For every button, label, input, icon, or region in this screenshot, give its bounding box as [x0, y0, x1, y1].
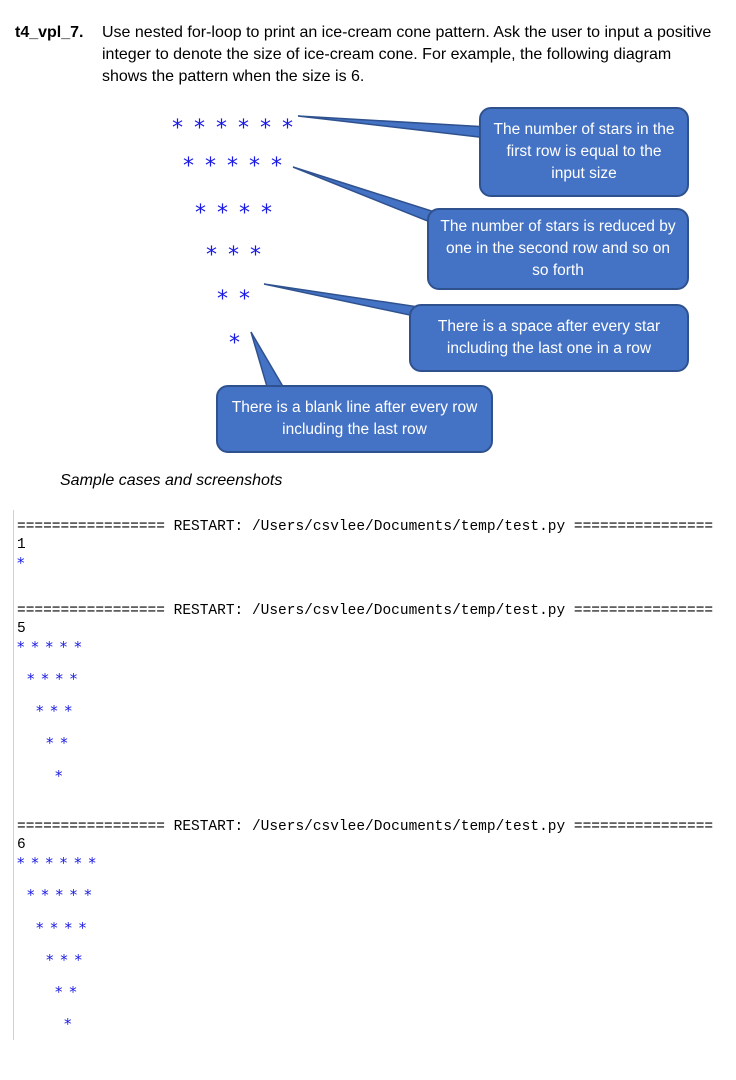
callout-blank-line: There is a blank line after every row in…: [216, 385, 493, 453]
callout-pointers: [250, 115, 506, 391]
sample-heading: Sample cases and screenshots: [60, 472, 283, 489]
output-row: * * * * * *: [17, 854, 97, 872]
diagram-row-3: * * * *: [195, 201, 274, 226]
output-row: * *: [55, 983, 78, 1001]
pointer-first-row: [297, 115, 506, 141]
restart-line: ================= RESTART: /Users/csvlee…: [17, 603, 714, 619]
diagram-row-4: * * *: [206, 243, 263, 268]
restart-line: ================= RESTART: /Users/csvlee…: [17, 819, 714, 835]
callout-space: There is a space after every star includ…: [409, 304, 689, 372]
restart-line: ================= RESTART: /Users/csvlee…: [17, 519, 714, 535]
input-value: 5: [17, 621, 26, 637]
output-row: *: [55, 767, 64, 785]
question-text: Use nested for-loop to print an ice-crea…: [102, 24, 712, 85]
output-row: *: [64, 1015, 73, 1033]
output-row: * * * * *: [17, 638, 83, 656]
output-row: * * *: [36, 702, 74, 720]
diagram-row-1: * * * * * *: [172, 116, 295, 141]
output-row: * *: [46, 734, 69, 752]
input-value: 1: [17, 537, 26, 553]
output-row: * * * *: [27, 670, 79, 688]
callout-first-row: The number of stars in the first row is …: [479, 107, 689, 197]
output-row: *: [17, 554, 26, 572]
pointer-blank-line: [250, 331, 287, 391]
cone-diagram: * * * * * * * * * * * * * * * * * * * * …: [0, 100, 736, 460]
diagram-row-5: * *: [217, 287, 252, 312]
input-value: 6: [17, 837, 26, 853]
output-row: * * * * *: [27, 886, 93, 904]
diagram-row-2: * * * * *: [183, 154, 284, 179]
question-label: t4_vpl_7.: [15, 24, 84, 41]
diagram-row-6: *: [229, 331, 242, 356]
output-row: * * * *: [36, 919, 88, 937]
output-row: * * *: [46, 951, 84, 969]
console-output: ================= RESTART: /Users/csvlee…: [13, 510, 719, 1040]
callout-reduced: The number of stars is reduced by one in…: [427, 208, 689, 290]
